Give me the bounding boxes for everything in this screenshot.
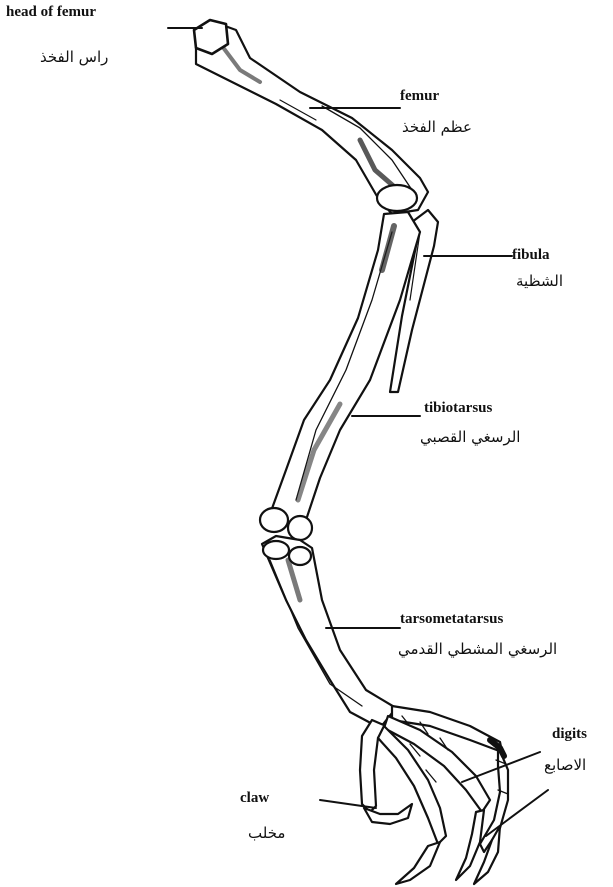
- label-tarsometatarsus: tarsometatarsus: [400, 611, 503, 628]
- ankle-joint-left: [260, 508, 288, 532]
- label-claw-ar: مخلب: [248, 824, 285, 842]
- label-tibiotarsus-ar: الرسغي القصبي: [420, 428, 520, 446]
- front-digits: [378, 706, 508, 884]
- label-digits-ar: الاصابع: [544, 756, 586, 774]
- label-head-of-femur: head of femur: [6, 4, 96, 21]
- label-fibula-ar: الشظية: [516, 272, 563, 290]
- label-femur: femur: [400, 88, 439, 105]
- tarsometatarsus-bone: [262, 536, 396, 728]
- label-claw: claw: [240, 790, 269, 807]
- front-claw-2: [396, 842, 440, 884]
- knee-joint: [377, 185, 417, 211]
- ankle-joint-right: [288, 516, 312, 540]
- label-tarsometatarsus-ar: الرسغي المشطي القدمي: [398, 640, 557, 658]
- label-tibiotarsus: tibiotarsus: [424, 400, 492, 417]
- label-digits: digits: [552, 726, 587, 743]
- label-femur-ar: عظم الفخذ: [402, 118, 472, 136]
- label-fibula: fibula: [512, 247, 550, 264]
- label-head-of-femur-ar: راس الفخذ: [40, 48, 108, 66]
